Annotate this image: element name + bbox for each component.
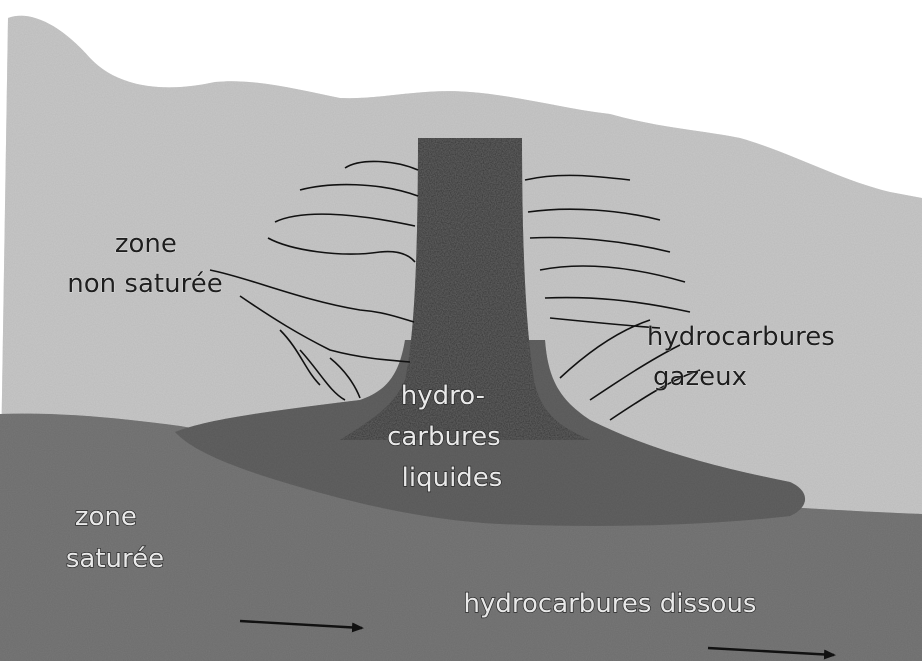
liquid-hydrocarbons-label: hydro- carbures liquides: [387, 381, 509, 493]
dissolved-hydrocarbons-label: hydrocarbures dissous: [464, 589, 757, 619]
